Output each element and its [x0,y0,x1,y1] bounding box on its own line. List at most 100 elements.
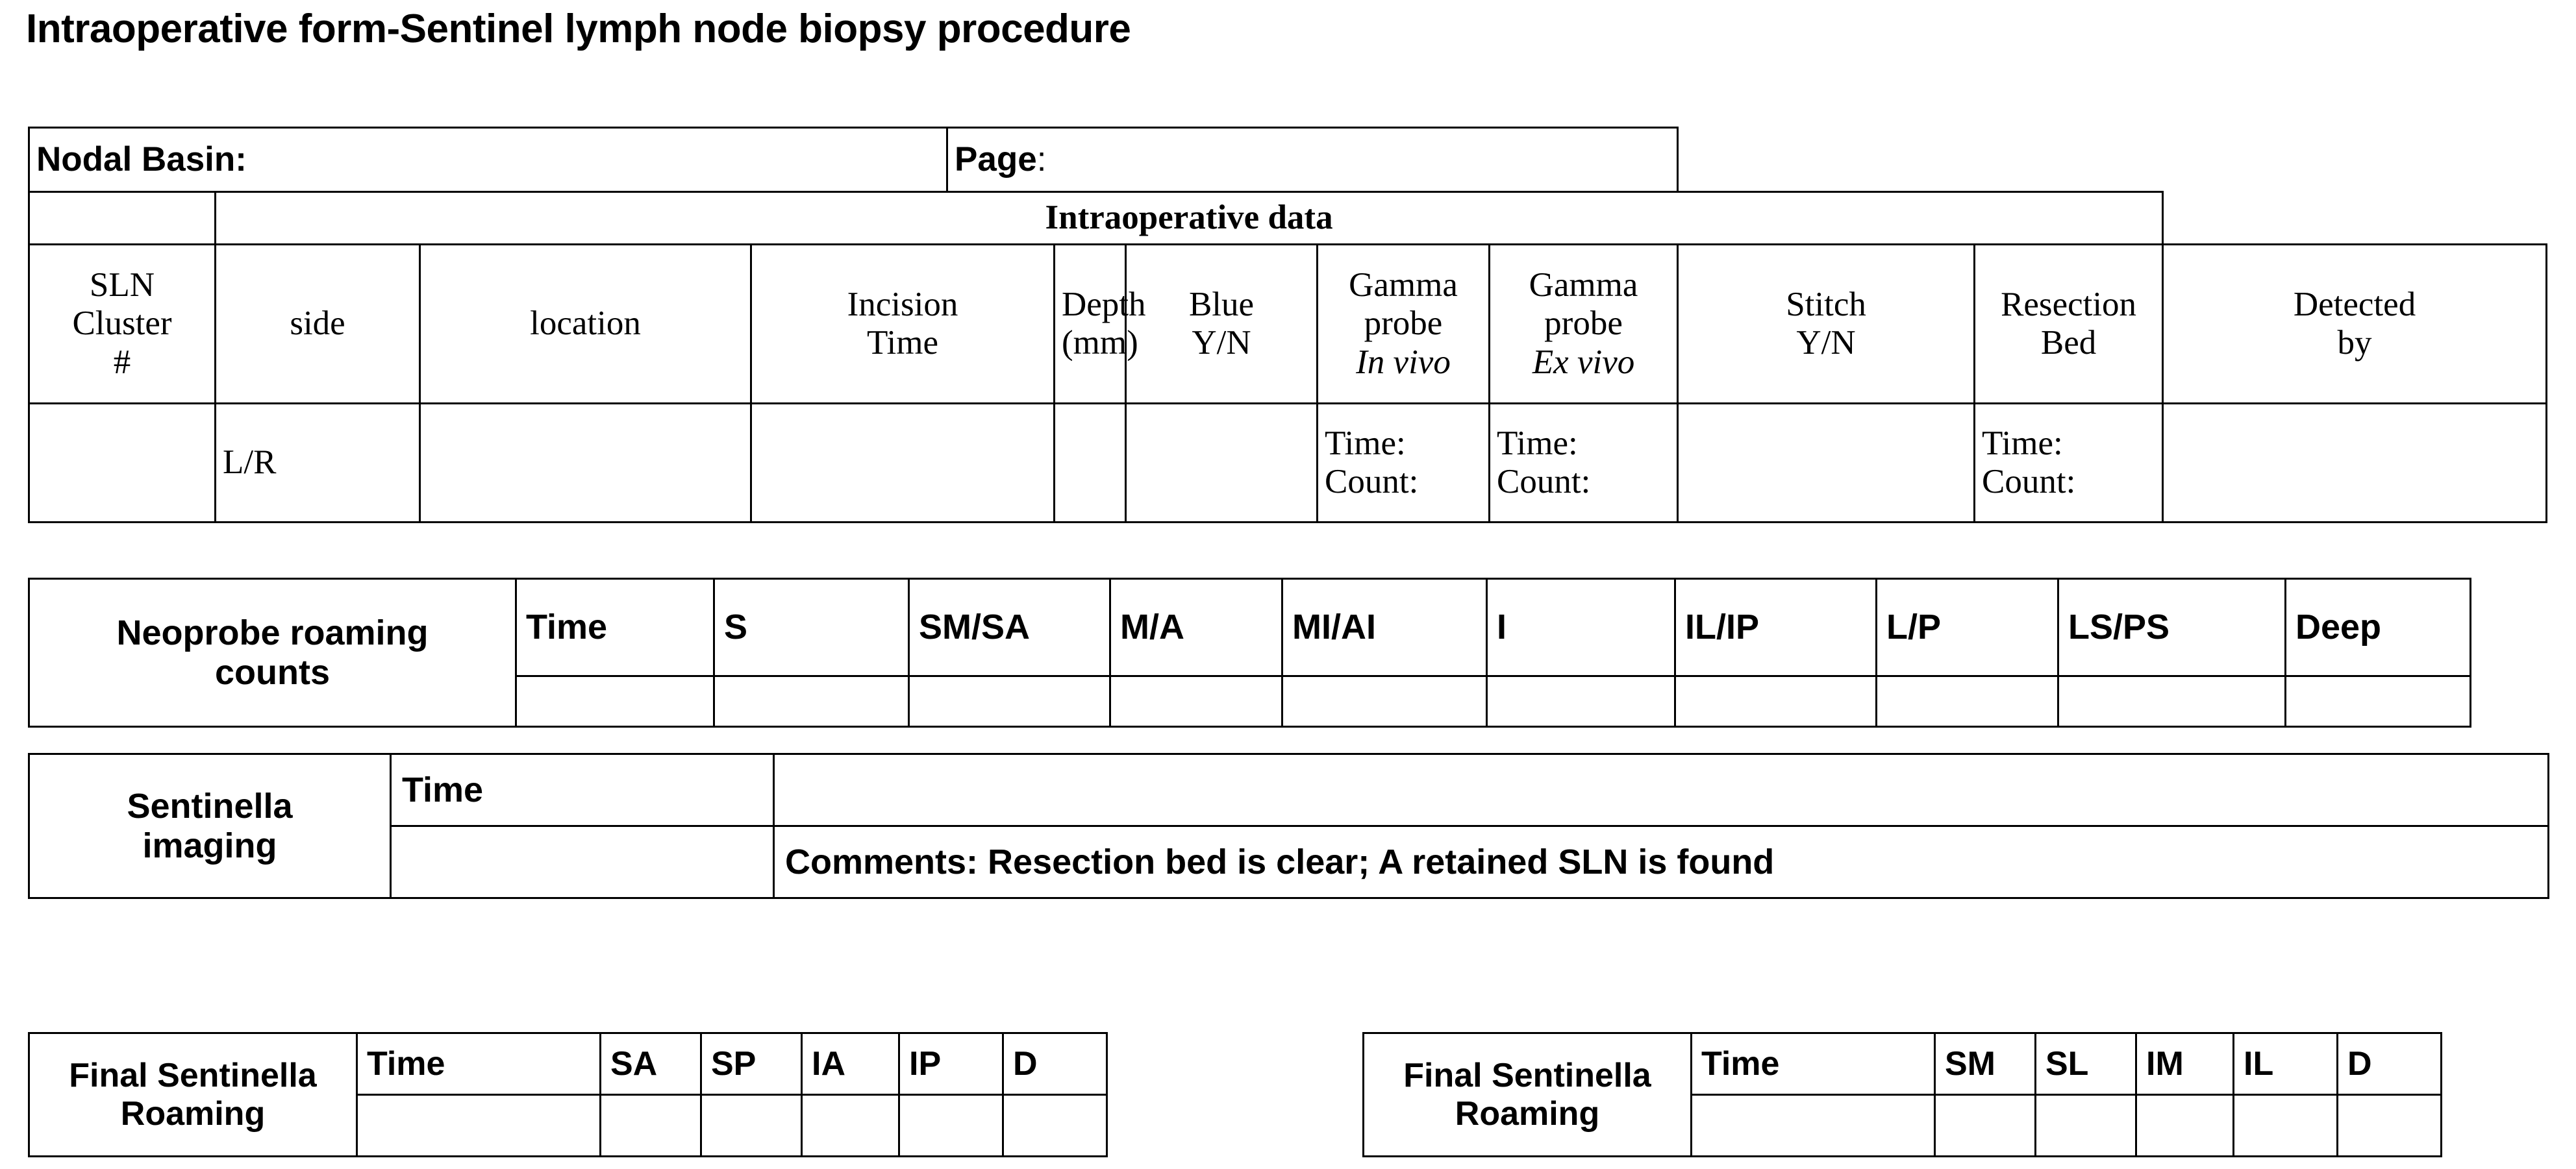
neoprobe-val-m-a[interactable] [1109,675,1283,728]
final-left-label-line2: Roaming [120,1094,266,1133]
final-right-val-il[interactable] [2232,1094,2338,1157]
sentinella-label-line2: imaging [142,826,277,865]
final-left-val-time[interactable] [356,1094,601,1157]
neoprobe-value-row [29,675,2471,728]
final-left-val-ia[interactable] [801,1094,900,1157]
final-right-col-time: Time [1690,1032,1936,1096]
sentinella-comments[interactable]: Comments: Resection bed is clear; A reta… [773,825,2549,899]
header-gamma-in-line1: Gamma [1349,265,1458,304]
final-sentinella-roaming-right-table: Final Sentinella Roaming Time SM SL IM I… [1362,1032,2442,1157]
cell-stitch[interactable] [1677,402,1976,523]
header-stitch-line1: Stitch [1786,285,1866,323]
cell-incision-time[interactable] [750,402,1055,523]
header-depth-line1: Depth [1062,285,1146,323]
neoprobe-val-l-p[interactable] [1875,675,2059,728]
neoprobe-val-deep[interactable] [2284,675,2471,728]
final-right-col-sm: SM [1934,1032,2036,1096]
neoprobe-val-i[interactable] [1486,675,1676,728]
intraoperative-data-banner-row: Intraoperative data [28,191,2547,245]
final-right-val-time[interactable] [1690,1094,1936,1157]
neoprobe-val-mi-ai[interactable] [1281,675,1488,728]
final-left-val-sp[interactable] [700,1094,803,1157]
header-side: side [214,243,421,404]
cell-blue[interactable] [1125,402,1318,523]
sentinella-imaging-table: Sentinella imaging Time Comments: Resect… [28,753,2549,899]
page-colon: : [1036,140,1047,179]
cell-sln-cluster[interactable] [28,402,216,523]
neoprobe-val-time[interactable] [515,675,715,728]
final-right-col-il: IL [2232,1032,2338,1096]
basin-row-spacer [1678,128,2163,192]
sentinella-top-right-cell[interactable] [773,753,2549,827]
final-right-col-d: D [2336,1032,2442,1096]
header-depth-line2: (mm) [1062,324,1138,362]
header-blue-line2: Y/N [1192,324,1251,362]
final-right-val-d[interactable] [2336,1094,2442,1157]
neoprobe-label-line1: Neoprobe roaming [116,613,429,653]
final-left-val-sa[interactable] [599,1094,702,1157]
header-sln-cluster: SLN Cluster # [28,243,216,404]
header-gamma-ex-line1: Gamma [1529,265,1638,304]
final-right-col-sl: SL [2034,1032,2137,1096]
header-gamma-probe-ex-vivo: Gamma probe Ex vivo [1488,243,1679,404]
header-gamma-probe-in-vivo: Gamma probe In vivo [1316,243,1490,404]
neoprobe-val-il-ip[interactable] [1674,675,1877,728]
page-label-cell[interactable]: Page: [945,127,1679,193]
neoprobe-col-time: Time [515,578,715,677]
header-blue-line1: Blue [1188,285,1255,323]
cell-gamma-ex-vivo[interactable]: Time: Count: [1488,402,1679,523]
final-left-val-ip[interactable] [898,1094,1004,1157]
final-left-value-row [29,1094,1108,1157]
gamma-in-vivo-time: Time: [1325,424,1406,462]
final-left-col-ia: IA [801,1032,900,1096]
header-resection-line1: Resection [2001,285,2137,323]
final-right-val-sl[interactable] [2034,1094,2137,1157]
final-right-value-row [1364,1094,2442,1157]
final-left-header-row: Final Sentinella Roaming Time SA SP IA I… [28,1032,1108,1157]
final-right-row-label: Final Sentinella Roaming [1362,1032,1692,1157]
cell-resection-bed[interactable]: Time: Count: [1973,402,2164,523]
header-stitch-line2: Y/N [1796,324,1856,362]
cell-location[interactable] [419,402,752,523]
header-side-line1: side [290,304,345,343]
header-depth: Depth (mm) [1053,243,1146,404]
final-right-val-sm[interactable] [1934,1094,2036,1157]
cell-side[interactable]: L/R [214,402,421,523]
header-incision-time: Incision Time [750,243,1055,404]
header-location-line1: location [530,304,641,343]
header-detected-by: Detected by [2162,243,2547,404]
header-gamma-in-line3: In vivo [1356,343,1451,381]
neoprobe-header-row: Neoprobe roaming counts Time S SM/SA M/A… [28,578,2471,728]
resection-bed-count: Count: [1982,463,2076,500]
cell-gamma-in-vivo[interactable]: Time: Count: [1316,402,1490,523]
header-incision-line2: Time [867,324,938,362]
header-location: location [419,243,752,404]
neoprobe-col-ls-ps: LS/PS [2057,578,2286,677]
final-left-val-d[interactable] [1002,1094,1108,1157]
neoprobe-val-s[interactable] [713,675,910,728]
header-sln-line2: Cluster [72,304,172,343]
final-left-row-label: Final Sentinella Roaming [28,1032,358,1157]
cell-detected-by[interactable] [2162,402,2547,523]
header-detected-line1: Detected [2293,285,2416,323]
header-sln-line1: SLN [89,265,155,304]
final-left-col-time: Time [356,1032,601,1096]
sentinella-time-value[interactable] [390,825,775,899]
neoprobe-val-ls-ps[interactable] [2057,675,2286,728]
final-right-label-line2: Roaming [1455,1094,1600,1133]
header-incision-line1: Incision [847,285,958,323]
neoprobe-col-sm-sa: SM/SA [908,578,1111,677]
nodal-basin-label[interactable]: Nodal Basin: [28,127,948,193]
sentinella-time-label: Time [390,753,775,827]
final-left-col-sa: SA [599,1032,702,1096]
gamma-in-vivo-count: Count: [1325,463,1419,500]
nodal-basin-row: Nodal Basin: Page: [28,127,2547,193]
intraoperative-table: Nodal Basin: Page: Intraoperative data S… [28,127,2547,523]
header-blue: Blue Y/N [1125,243,1318,404]
final-right-val-im[interactable] [2135,1094,2234,1157]
final-sentinella-roaming-left-table: Final Sentinella Roaming Time SA SP IA I… [28,1032,1108,1157]
final-right-header-row: Final Sentinella Roaming Time SM SL IM I… [1362,1032,2442,1157]
cell-depth[interactable] [1053,402,1127,523]
neoprobe-val-sm-sa[interactable] [908,675,1111,728]
